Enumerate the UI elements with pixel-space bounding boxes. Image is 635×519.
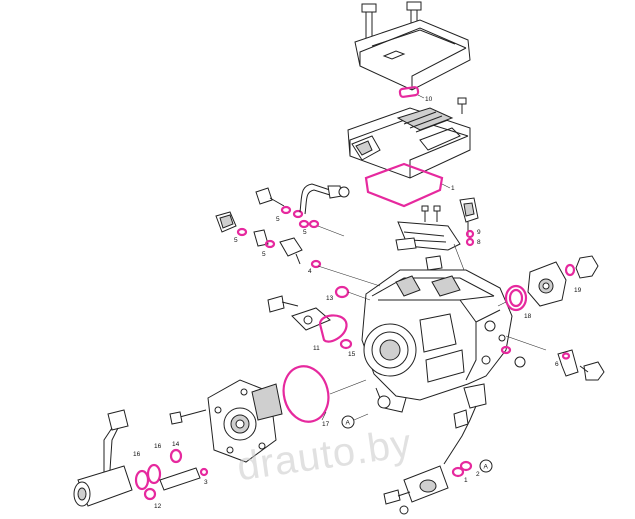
callout-4: 4: [308, 268, 312, 275]
callout-12: 12: [154, 503, 162, 510]
pump-housing: [361, 269, 513, 413]
seal-13: 13: [326, 285, 350, 302]
right-plate-group: 18 19: [504, 255, 599, 320]
callout-9: 9: [477, 229, 481, 236]
control-unit-housing: [347, 107, 471, 179]
callout-16-b: 16: [154, 443, 162, 450]
cover-gasket: 1: [364, 162, 455, 208]
callout-6: 6: [555, 361, 559, 368]
callout-8: 8: [477, 239, 481, 246]
callout-11: 11: [313, 345, 320, 352]
small-screw-top: [457, 97, 467, 114]
callout-5-c: 5: [234, 237, 238, 244]
drive-flange: [169, 379, 283, 463]
callout-13: 13: [326, 295, 334, 302]
callout-19: 19: [574, 287, 582, 294]
callout-5-a: 5: [276, 216, 280, 223]
leader-lines: [317, 243, 507, 395]
fittings-left: 5 5 5 5 4: [215, 183, 350, 275]
right-lower-group: 6: [498, 334, 605, 381]
callout-1-seal: 1: [464, 477, 468, 484]
actuator-right: 2 1: [383, 383, 487, 515]
gasket-10: 10: [398, 86, 433, 103]
sensor-valve: 9 8: [459, 197, 481, 247]
callout-2: 2: [476, 471, 480, 478]
o-ring-17: 17: [282, 365, 330, 428]
reference-markers: A A: [341, 413, 493, 473]
callout-15: 15: [348, 351, 356, 358]
callout-10: 10: [425, 96, 433, 103]
bracket-screws: [395, 205, 461, 271]
callout-5-b: 5: [303, 229, 307, 236]
control-unit-cover: [354, 19, 471, 91]
callout-18: 18: [524, 313, 532, 320]
callout-14: 14: [172, 441, 180, 448]
actuator-left: 16 16 14 12 3: [73, 409, 209, 510]
callout-5-d: 5: [262, 251, 266, 258]
callout-16-a: 16: [133, 451, 141, 458]
flange-11: 11 15: [267, 295, 356, 358]
callout-17: 17: [322, 421, 330, 428]
callout-3: 3: [204, 479, 208, 486]
ref-a-2: A: [484, 464, 489, 471]
callout-1-gasket: 1: [451, 185, 455, 192]
ref-a-1: A: [346, 420, 351, 427]
